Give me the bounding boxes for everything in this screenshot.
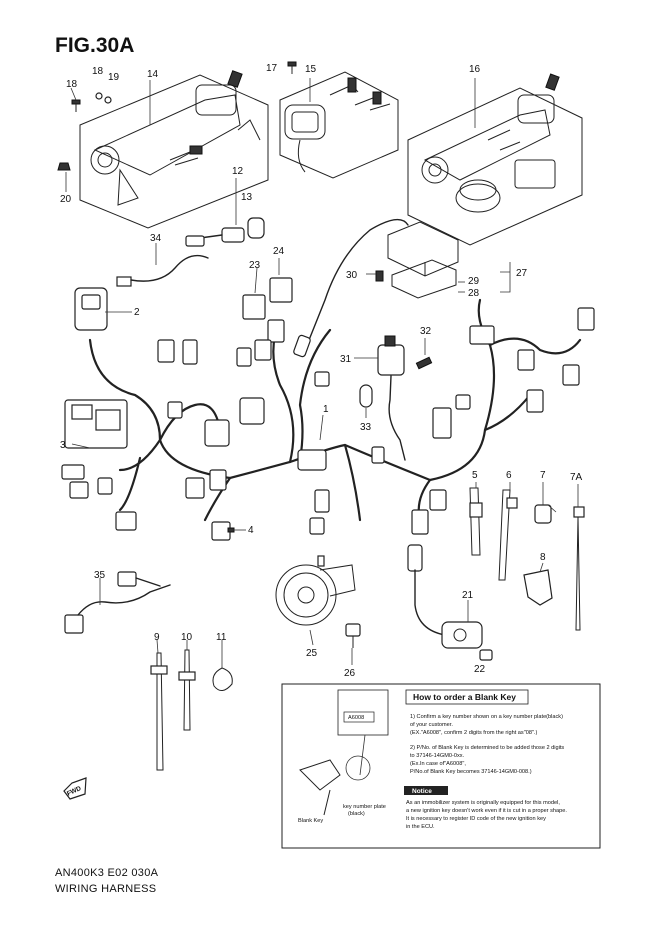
callout-7: 7 bbox=[540, 470, 546, 481]
leader-lines bbox=[65, 70, 579, 668]
callout-23: 23 bbox=[249, 260, 261, 271]
svg-text:Blank Key: Blank Key bbox=[298, 818, 323, 824]
callout-5: 5 bbox=[472, 470, 478, 481]
callout-numbers: 1 2 3 4 5 6 7 7A 8 9 10 11 12 13 14 15 1… bbox=[60, 63, 583, 679]
relays bbox=[242, 277, 293, 320]
callout-27: 27 bbox=[516, 268, 528, 279]
sub-harness-34 bbox=[116, 235, 209, 287]
callout-6: 6 bbox=[506, 470, 512, 481]
svg-text:in the ECU.: in the ECU. bbox=[406, 824, 435, 830]
svg-text:(EX."A6008", confirm 2 digits: (EX."A6008", confirm 2 digits from the r… bbox=[410, 730, 537, 736]
svg-text:How to order a Blank Key: How to order a Blank Key bbox=[413, 692, 516, 702]
callout-21: 21 bbox=[462, 590, 474, 601]
callout-3: 3 bbox=[60, 440, 66, 451]
callout-29: 29 bbox=[468, 276, 480, 287]
callout-13: 13 bbox=[241, 192, 253, 203]
callout-16: 16 bbox=[469, 64, 481, 75]
callout-1: 1 bbox=[323, 404, 329, 415]
callout-25: 25 bbox=[306, 648, 318, 659]
callout-34: 34 bbox=[150, 233, 162, 244]
blank-key-order-box: How to order a Blank Key A6008 Blank Key… bbox=[281, 683, 601, 849]
callout-12: 12 bbox=[232, 166, 244, 177]
sensor-21 bbox=[414, 569, 493, 661]
diagram-title: WIRING HARNESS bbox=[55, 883, 157, 895]
fwd-arrow-icon: FWD bbox=[63, 777, 87, 800]
callout-4: 4 bbox=[248, 525, 254, 536]
callout-14: 14 bbox=[147, 69, 159, 80]
ignition-switch-set-panel bbox=[79, 70, 269, 229]
callout-32: 32 bbox=[420, 326, 432, 337]
callout-28: 28 bbox=[468, 288, 480, 299]
callout-31: 31 bbox=[340, 354, 352, 365]
svg-text:of your customer.: of your customer. bbox=[410, 722, 453, 728]
horn bbox=[275, 555, 361, 648]
svg-text:a new ignition key doesn't wor: a new ignition key doesn't work even if … bbox=[406, 808, 567, 814]
callout-22: 22 bbox=[474, 664, 486, 675]
svg-text:2) P/No. of Blank Key is deter: 2) P/No. of Blank Key is determined to b… bbox=[410, 745, 564, 751]
fuse-holder bbox=[199, 217, 265, 243]
callout-18a: 18 bbox=[92, 66, 104, 77]
svg-text:(black): (black) bbox=[348, 811, 365, 817]
svg-text:Notice: Notice bbox=[412, 788, 432, 795]
svg-text:1) Confirm a key number shown: 1) Confirm a key number shown on a key n… bbox=[410, 714, 563, 720]
lock-set-panel bbox=[407, 73, 583, 246]
callout-2: 2 bbox=[134, 307, 140, 318]
svg-text:key number plate: key number plate bbox=[343, 804, 386, 810]
callout-18b: 18 bbox=[66, 79, 78, 90]
svg-text:As an immobilizer system is or: As an immobilizer system is originally e… bbox=[406, 800, 560, 806]
svg-text:It is necessary to register ID: It is necessary to register ID code of t… bbox=[406, 816, 546, 822]
svg-text:P/No.of Blank Key becomes 3714: P/No.of Blank Key becomes 37146-14GM0-00… bbox=[410, 769, 532, 775]
control-unit bbox=[293, 218, 459, 358]
side-stand-switch bbox=[359, 335, 433, 461]
callout-20: 20 bbox=[60, 194, 72, 205]
figure-title: FIG.30A bbox=[55, 34, 135, 57]
main-wiring-harness bbox=[61, 287, 595, 572]
sub-harness-35 bbox=[64, 571, 171, 634]
callout-19: 19 bbox=[108, 72, 120, 83]
seat-lock-set-panel bbox=[279, 71, 399, 179]
svg-text:(Ex.In case of"A6008",: (Ex.In case of"A6008", bbox=[410, 761, 466, 767]
model-code: AN400K3 E02 030A bbox=[55, 867, 159, 879]
callout-11: 11 bbox=[216, 632, 227, 643]
cable-ties bbox=[150, 649, 233, 771]
callout-17: 17 bbox=[266, 63, 278, 74]
clamps-and-band bbox=[469, 487, 585, 631]
callout-30: 30 bbox=[346, 270, 358, 281]
callout-7a: 7A bbox=[570, 472, 583, 483]
callout-26: 26 bbox=[344, 668, 356, 679]
callout-15: 15 bbox=[305, 64, 317, 75]
callout-33: 33 bbox=[360, 422, 372, 433]
callout-35: 35 bbox=[94, 570, 106, 581]
svg-text:A6008: A6008 bbox=[348, 715, 364, 721]
callout-10: 10 bbox=[181, 632, 193, 643]
svg-text:to 37146-14GM0-0xx.: to 37146-14GM0-0xx. bbox=[410, 753, 465, 759]
callout-8: 8 bbox=[540, 552, 546, 563]
callout-9: 9 bbox=[154, 632, 160, 643]
screws-and-washers bbox=[57, 61, 297, 171]
callout-24: 24 bbox=[273, 246, 285, 257]
